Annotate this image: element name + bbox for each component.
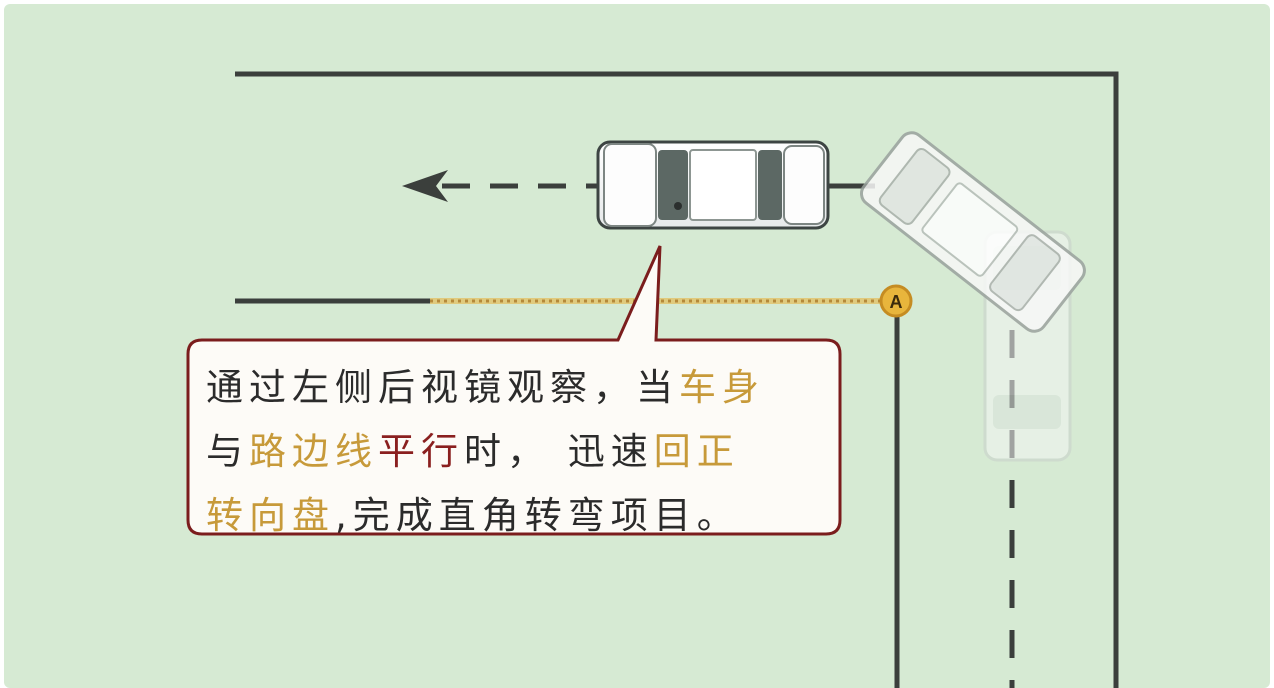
callout-highlight-steering-wheel: 转向盘 — [206, 494, 335, 537]
callout-highlight-parallel: 平行 — [378, 430, 464, 473]
callout-text-quickly: 时， 迅速 — [464, 430, 654, 473]
callout-line-1: 通过左侧后视镜观察，当车身 — [206, 356, 826, 420]
callout-bubble — [186, 245, 842, 536]
point-a-label: A — [890, 292, 903, 312]
travel-arrow-icon — [402, 170, 448, 202]
main-car — [596, 140, 830, 230]
callout-highlight-straighten: 回正 — [653, 430, 740, 473]
callout-highlight-road-edge: 路边线 — [249, 430, 378, 473]
outer-road-edge — [235, 71, 1119, 688]
callout-line-3: 转向盘,完成直角转弯项目。 — [206, 484, 826, 548]
callout-line-2: 与路边线平行时， 迅速回正 — [206, 420, 826, 484]
callout-text: 通过左侧后视镜观察，当车身 与路边线平行时， 迅速回正 转向盘,完成直角转弯项目… — [206, 356, 826, 548]
callout-highlight-car-body: 车身 — [679, 366, 765, 409]
ghost-car-turning — [859, 131, 1086, 333]
callout-text-with: 与 — [206, 430, 249, 473]
callout-text-complete: ,完成直角转弯项目。 — [335, 494, 740, 537]
callout-text-observe: 通过左侧后视镜观察，当 — [206, 366, 679, 409]
point-a-marker — [879, 284, 913, 318]
